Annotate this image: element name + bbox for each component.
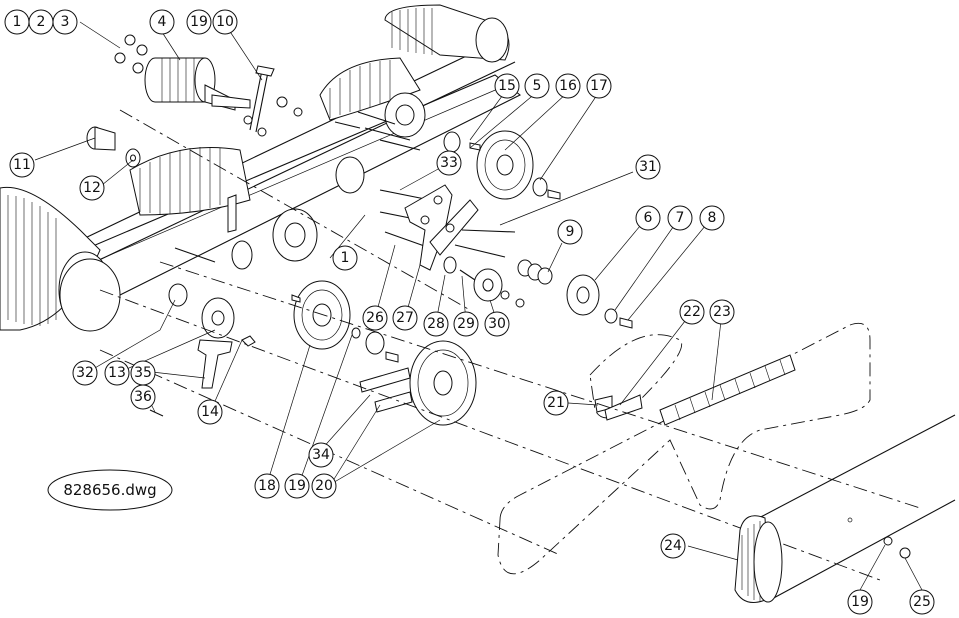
callout-8: 8 — [699, 205, 725, 231]
washers-9 — [517, 259, 553, 285]
callout-7: 7 — [667, 205, 693, 231]
svg-text:6: 6 — [644, 210, 653, 226]
svg-text:21: 21 — [547, 395, 565, 411]
svg-text:24: 24 — [664, 538, 682, 554]
svg-text:20: 20 — [315, 478, 333, 494]
callout-24: 24 — [660, 533, 686, 559]
svg-text:1: 1 — [341, 250, 350, 266]
svg-text:18: 18 — [258, 478, 276, 494]
callout-16: 16 — [555, 73, 581, 99]
lower-conveyor — [734, 414, 956, 603]
callout-18: 18 — [254, 473, 280, 499]
callout-36: 36 — [130, 384, 156, 410]
svg-text:29: 29 — [457, 316, 475, 332]
callouts: 1 2 3 4 19 10 15 5 16 17 11 12 33 31 1 9… — [4, 9, 935, 615]
bracket-33 — [404, 184, 479, 271]
callout-30: 30 — [484, 311, 510, 337]
svg-text:17: 17 — [590, 78, 608, 94]
callout-19: 19 — [284, 473, 310, 499]
callout-1: 1 — [332, 245, 358, 271]
callout-15: 15 — [494, 73, 520, 99]
svg-text:35: 35 — [134, 365, 152, 381]
svg-text:14: 14 — [201, 404, 219, 420]
svg-text:12: 12 — [83, 180, 101, 196]
svg-text:4: 4 — [158, 14, 167, 30]
svg-text:36: 36 — [134, 389, 152, 405]
sprocket-16 — [443, 130, 534, 200]
callout-6: 6 — [635, 205, 661, 231]
sprocket-left — [59, 240, 256, 347]
callout-29: 29 — [453, 311, 479, 337]
svg-text:13: 13 — [108, 365, 126, 381]
chain-loop-small — [589, 334, 682, 421]
svg-text:23: 23 — [713, 304, 731, 320]
svg-text:32: 32 — [76, 365, 94, 381]
washer-17 — [532, 177, 561, 200]
callout-33: 33 — [436, 150, 462, 176]
callout-32: 32 — [72, 360, 98, 386]
sprocket-6 — [566, 274, 633, 329]
callout-13: 13 — [104, 360, 130, 386]
svg-text:27: 27 — [396, 310, 414, 326]
callout-19: 19 — [186, 9, 212, 35]
callout-28: 28 — [423, 311, 449, 337]
callout-27: 27 — [392, 305, 418, 331]
svg-text:28: 28 — [427, 316, 445, 332]
svg-text:1: 1 — [13, 14, 22, 30]
svg-text:10: 10 — [216, 14, 234, 30]
svg-text:19: 19 — [190, 14, 208, 30]
svg-text:2: 2 — [37, 14, 46, 30]
sprocket-18 — [291, 280, 399, 363]
svg-text:5: 5 — [533, 78, 542, 94]
svg-text:3: 3 — [61, 14, 70, 30]
callout-19: 19 — [847, 589, 873, 615]
svg-text:15: 15 — [498, 78, 516, 94]
bracket-35 — [149, 339, 233, 417]
callout-5: 5 — [524, 73, 550, 99]
callout-4: 4 — [149, 9, 175, 35]
svg-text:11: 11 — [13, 157, 31, 173]
callout-12: 12 — [79, 175, 105, 201]
callout-25: 25 — [909, 589, 935, 615]
callout-31: 31 — [635, 154, 661, 180]
callout-10: 10 — [212, 9, 238, 35]
file-name-label: 828656.dwg — [47, 469, 173, 511]
callout-21: 21 — [543, 390, 569, 416]
svg-text:34: 34 — [312, 447, 330, 463]
callout-22: 22 — [679, 299, 705, 325]
callout-17: 17 — [586, 73, 612, 99]
callout-23: 23 — [709, 299, 735, 325]
callout-1: 1 — [4, 9, 30, 35]
svg-text:7: 7 — [676, 210, 685, 226]
svg-text:19: 19 — [288, 478, 306, 494]
svg-text:8: 8 — [708, 210, 717, 226]
callout-3: 3 — [52, 9, 78, 35]
svg-text:22: 22 — [683, 304, 701, 320]
svg-text:26: 26 — [366, 310, 384, 326]
sprocket-20 — [409, 340, 477, 426]
sprocket-30 — [443, 256, 525, 308]
motor-assembly — [144, 57, 275, 133]
leader-lines — [34, 21, 923, 591]
svg-text:33: 33 — [440, 155, 458, 171]
callout-34: 34 — [308, 442, 334, 468]
callout-14: 14 — [197, 399, 223, 425]
callout-11: 11 — [9, 152, 35, 178]
svg-text:16: 16 — [559, 78, 577, 94]
callout-20: 20 — [311, 473, 337, 499]
svg-text:19: 19 — [851, 594, 869, 610]
svg-text:31: 31 — [639, 159, 657, 175]
svg-text:9: 9 — [566, 224, 575, 240]
svg-text:828656.dwg: 828656.dwg — [63, 481, 156, 499]
callout-2: 2 — [28, 9, 54, 35]
svg-text:30: 30 — [488, 316, 506, 332]
svg-text:25: 25 — [913, 594, 931, 610]
chain-loop-large — [497, 322, 871, 575]
callout-26: 26 — [362, 305, 388, 331]
chain-links-34 — [359, 367, 413, 413]
callout-35: 35 — [130, 360, 156, 386]
callout-9: 9 — [557, 219, 583, 245]
